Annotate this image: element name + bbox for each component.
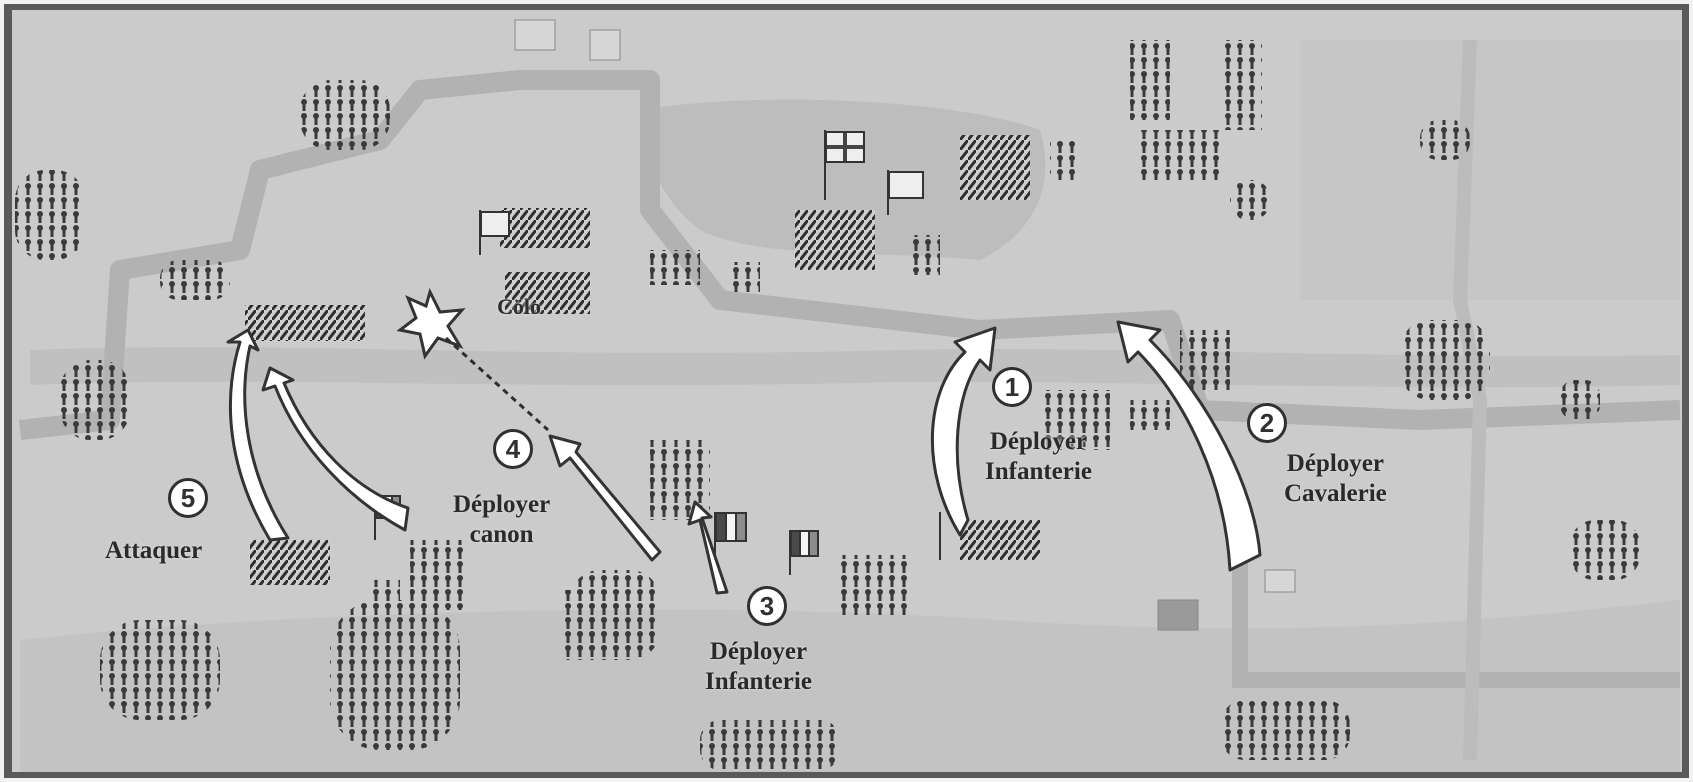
step-4-number: 4 <box>493 429 533 469</box>
village-colo <box>514 19 1296 631</box>
arrow-step-2 <box>1116 320 1262 572</box>
enemy-formations <box>245 40 1262 341</box>
arrow-step-4 <box>548 434 662 562</box>
arrow-step-1 <box>930 326 997 537</box>
step-1-label: Déployer Infanterie <box>985 427 1092 487</box>
step-2-number: 2 <box>1247 403 1287 443</box>
friendly-flags <box>374 495 941 575</box>
arrow-step-5b <box>261 366 410 532</box>
step-2-label: Déployer Cavalerie <box>1284 449 1387 509</box>
forest-west <box>15 80 390 440</box>
ridge-north <box>640 99 1046 260</box>
step-4-line2: canon <box>469 521 534 548</box>
road-south <box>1232 560 1680 688</box>
town-label: Cölo <box>497 294 541 319</box>
cannon-fire-line <box>444 336 550 432</box>
step-3-line2: Infanterie <box>705 668 812 695</box>
step-3-number: 3 <box>747 586 787 626</box>
step-1-line1: Déployer <box>989 428 1088 455</box>
movement-arrows <box>226 320 1262 595</box>
step-2-line2: Cavalerie <box>1284 480 1387 507</box>
step-1-number: 1 <box>992 367 1032 407</box>
arrow-step-5a <box>226 328 290 542</box>
step-4-label: Déployer canon <box>453 490 550 550</box>
step-5-number: 5 <box>168 478 208 518</box>
step-5-line1: Attaquer <box>105 537 203 564</box>
step-3-label: Déployer Infanterie <box>705 637 812 697</box>
step-5-label: Attaquer <box>105 536 202 566</box>
field-east <box>1300 40 1680 300</box>
step-3-line1: Déployer <box>709 638 808 665</box>
step-1-line2: Infanterie <box>985 458 1092 485</box>
arrow-step-3 <box>687 500 729 595</box>
ridge-valley <box>30 347 1680 388</box>
forest-east <box>1230 120 1640 580</box>
enemy-flags <box>479 130 924 255</box>
step-4-line1: Déployer <box>453 491 551 518</box>
step-2-line1: Déployer <box>1286 450 1384 477</box>
